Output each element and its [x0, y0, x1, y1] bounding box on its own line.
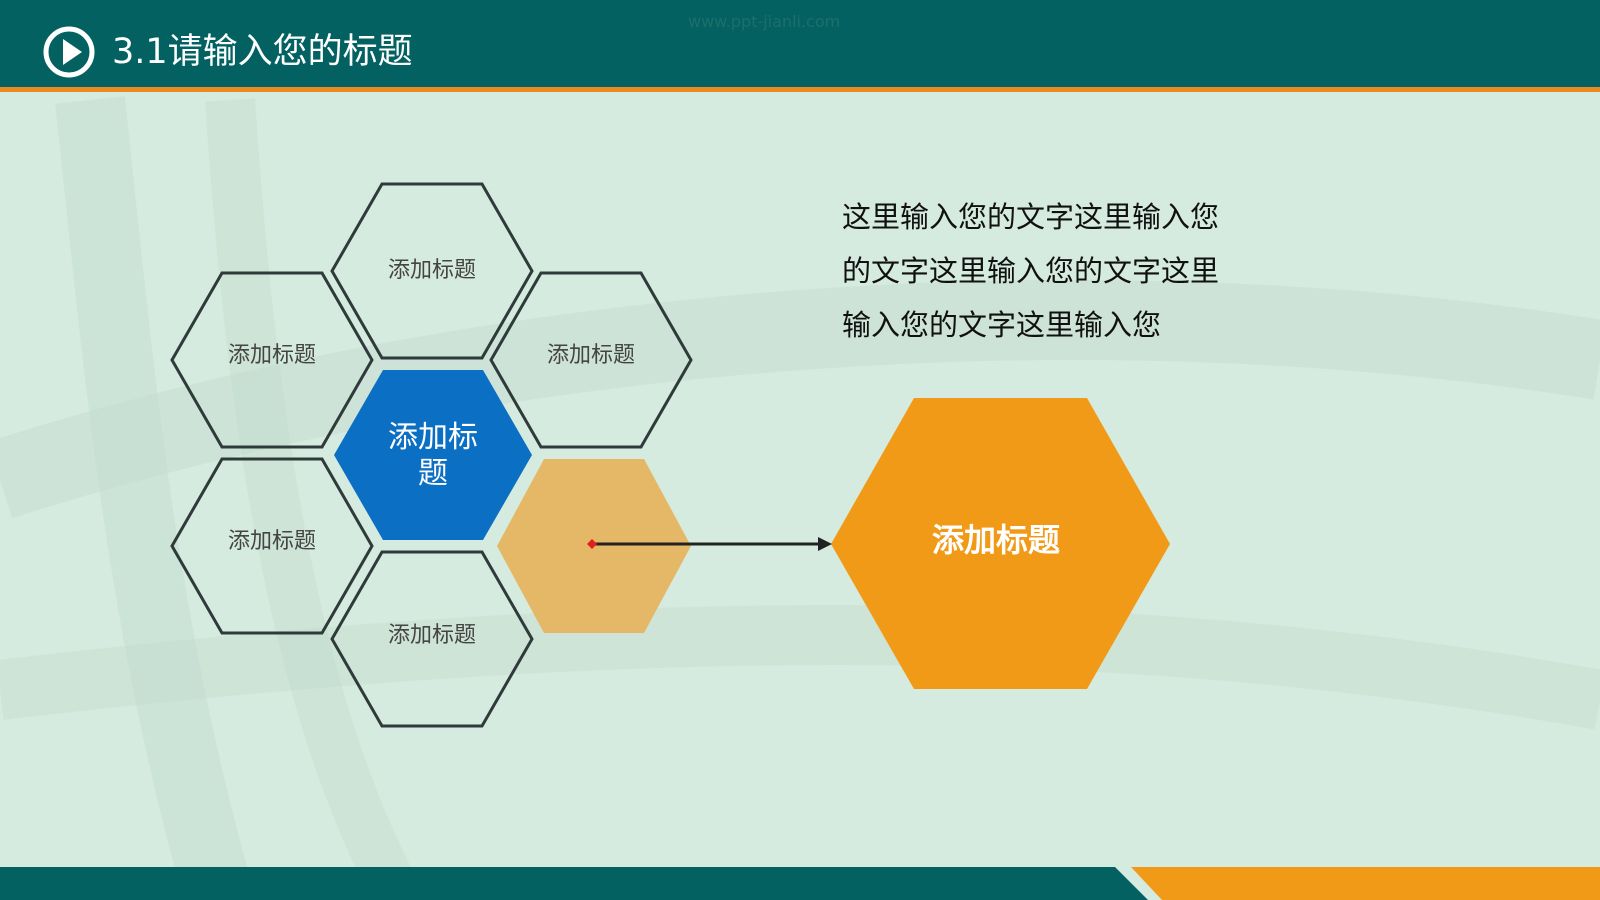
arrow-head-icon — [818, 537, 832, 551]
hex-top[interactable] — [330, 182, 534, 360]
watermark-text: www.ppt-jianli.com — [688, 12, 841, 31]
hex-top-label: 添加标题 — [387, 258, 476, 283]
hex-callout-label: 添加标题 — [931, 521, 1060, 559]
hex-upper-right[interactable] — [489, 271, 693, 449]
hex-lower-left[interactable] — [170, 457, 374, 635]
header-bar — [0, 0, 1600, 87]
connector-start-dot — [587, 539, 597, 549]
hex-center[interactable] — [334, 370, 532, 540]
hex-upper-right-label: 添加标题 — [546, 343, 635, 368]
hex-bottom-label: 添加标题 — [387, 623, 476, 648]
hex-upper-left-label: 添加标题 — [227, 343, 316, 368]
header-accent-line — [0, 87, 1600, 92]
hex-upper-left[interactable] — [170, 271, 374, 449]
description-text: 这里输入您的文字这里输入您的文字这里输入您的文字这里输入您的文字这里输入您 — [842, 200, 1220, 342]
hex-bottom[interactable] — [330, 550, 534, 728]
hex-center-label: 添加标题 — [388, 420, 478, 491]
page-title: 3.1请输入您的标题 — [112, 32, 413, 72]
hex-lower-left-label: 添加标题 — [227, 529, 316, 554]
play-circle-icon — [43, 26, 95, 78]
hex-callout[interactable] — [831, 398, 1170, 689]
